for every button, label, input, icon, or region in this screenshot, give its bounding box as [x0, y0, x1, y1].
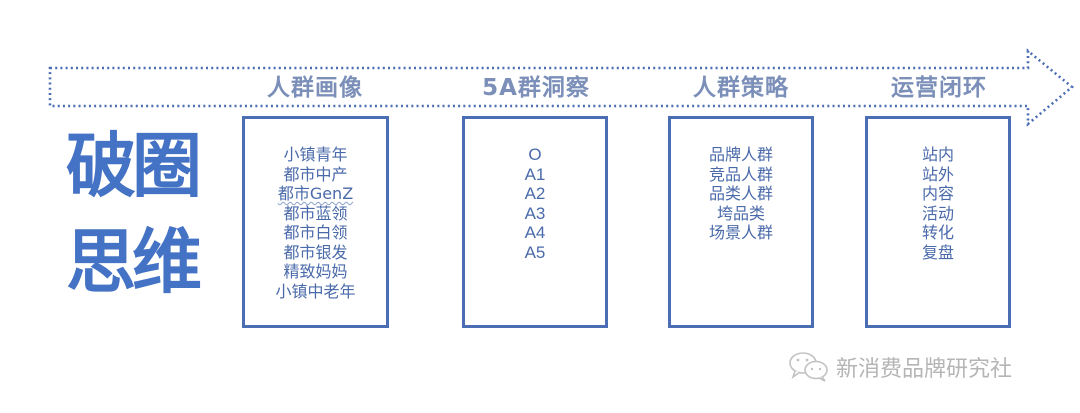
watermark-text: 新消费品牌研究社 — [836, 357, 1013, 382]
list-item: 都市中产 — [283, 164, 348, 184]
list-item: 都市GenZ — [245, 184, 386, 204]
list-item: 内容 — [921, 184, 954, 203]
list-item: 都市白领 — [283, 223, 348, 242]
stage-list-persona: 小镇青年 都市中产 都市GenZ 都市蓝领 都市白领 都市银发 精致妈妈 小镇中… — [245, 145, 386, 301]
stage-header-persona: 人群画像 — [267, 75, 363, 101]
list-item: A3 — [524, 203, 546, 223]
watermark: 新消费品牌研究社 — [788, 350, 1012, 384]
stage-header-5a-insight: 5A群洞察 — [482, 75, 590, 101]
big-title: 破圈 思维 — [66, 118, 216, 310]
stage-header-operation-loop: 运营闭环 — [891, 75, 987, 101]
list-item: 复盘 — [921, 242, 954, 262]
list-item: 垮品类 — [716, 203, 765, 223]
list-item-text: 都市GenZ — [277, 184, 354, 203]
list-item: 小镇青年 — [283, 145, 348, 164]
list-item: A1 — [524, 164, 546, 184]
list-item: 场景人群 — [708, 223, 773, 242]
list-item: 活动 — [921, 203, 954, 223]
big-title-line2: 思维 — [66, 221, 202, 303]
stage-list-strategy: 品牌人群 竞品人群 品类人群 垮品类 场景人群 — [671, 145, 811, 243]
list-item: A5 — [524, 242, 546, 262]
stage-header-strategy: 人群策略 — [693, 75, 789, 101]
stage-box-strategy: 品牌人群 竞品人群 品类人群 垮品类 场景人群 — [668, 116, 814, 328]
stage-box-5a-insight: O A1 A2 A3 A4 A5 — [462, 116, 608, 328]
wechat-icon — [789, 352, 828, 382]
list-item: O — [528, 145, 542, 164]
list-item: 都市银发 — [283, 242, 348, 262]
list-item: 品牌人群 — [708, 145, 773, 164]
stage-box-persona: 小镇青年 都市中产 都市GenZ 都市蓝领 都市白领 都市银发 精致妈妈 小镇中… — [242, 116, 389, 328]
list-item: 都市蓝领 — [283, 203, 348, 223]
list-item: 小镇中老年 — [275, 281, 356, 301]
list-item: 精致妈妈 — [283, 262, 348, 281]
stage-list-5a-insight: O A1 A2 A3 A4 A5 — [465, 145, 605, 262]
list-item: 竞品人群 — [708, 164, 773, 184]
list-item: 站内 — [921, 145, 954, 164]
list-item: 品类人群 — [708, 184, 773, 203]
stage-box-operation-loop: 站内 站外 内容 活动 转化 复盘 — [865, 116, 1011, 328]
list-item: A4 — [524, 223, 546, 242]
list-item: A2 — [524, 184, 546, 203]
big-title-line1: 破圈 — [66, 125, 202, 207]
list-item: 站外 — [921, 164, 954, 184]
list-item: 转化 — [921, 223, 954, 242]
stage-list-operation-loop: 站内 站外 内容 活动 转化 复盘 — [868, 145, 1008, 262]
